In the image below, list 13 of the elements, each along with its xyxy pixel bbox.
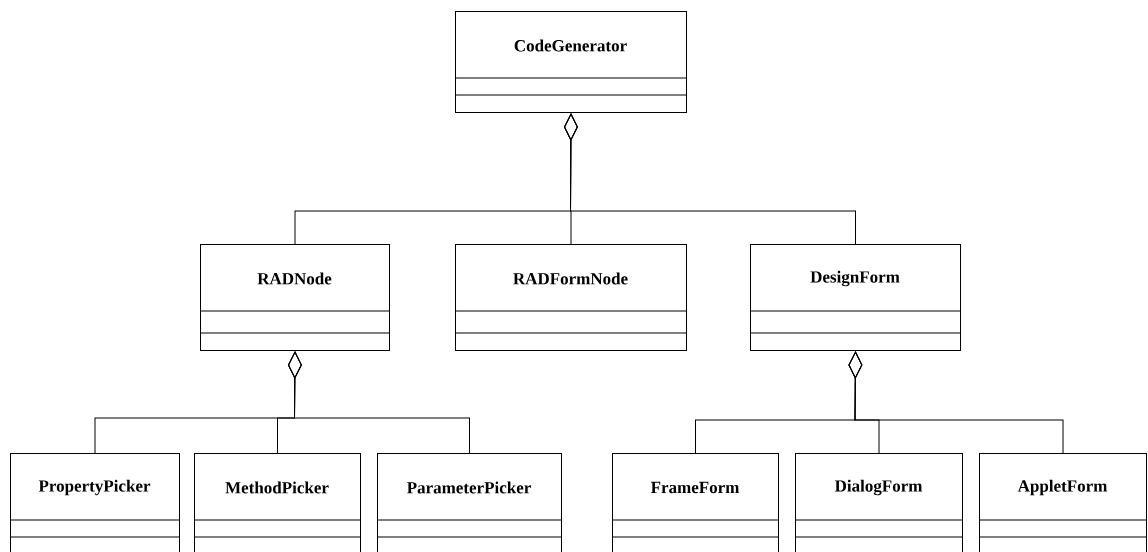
aggregation-line (564, 113, 856, 245)
class-box: MethodPicker (193, 453, 361, 552)
class-box: CodeGenerator (454, 11, 687, 113)
class-box: ParameterPicker (376, 453, 562, 552)
aggregation-line (848, 351, 1064, 454)
class-box: DesignForm (749, 244, 961, 351)
class-box: RADNode (199, 244, 390, 351)
class-box: DialogForm (794, 453, 963, 552)
class-box: FrameForm (611, 453, 779, 552)
class-box: RADFormNode (454, 244, 687, 351)
class-box: PropertyPicker (9, 453, 180, 552)
class-box: AppletForm (978, 453, 1147, 552)
aggregation-line (287, 351, 470, 454)
